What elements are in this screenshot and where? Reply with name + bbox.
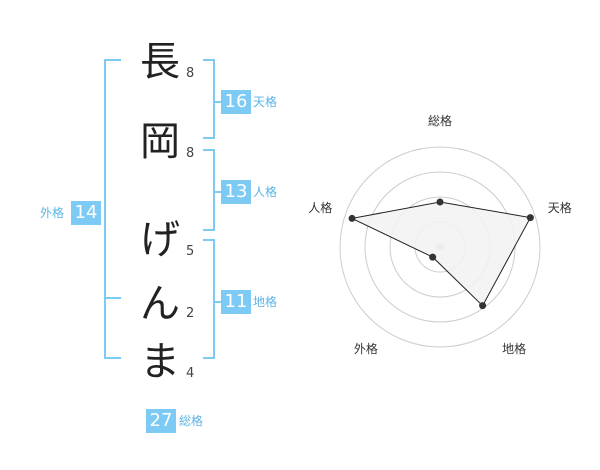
stroke-count-2: 8	[186, 146, 195, 161]
gaikaku-value: 14	[71, 201, 101, 225]
name-char-4: ん	[140, 281, 180, 327]
tenkaku-value: 16	[221, 90, 251, 114]
bracket-jinkaku	[203, 149, 215, 231]
radar-data	[348, 198, 534, 310]
name-char-1: 長	[140, 39, 180, 85]
radar-series-polygon	[350, 201, 532, 307]
soukaku-value: 27	[146, 409, 176, 433]
stroke-count-1: 8	[186, 66, 195, 81]
bracket-tenkaku	[203, 59, 215, 139]
radar-axis-label-3: 地格	[502, 341, 526, 356]
name-char-5: ま	[140, 339, 180, 385]
gaikaku-label: 外格	[40, 206, 65, 220]
chikaku-value: 11	[221, 290, 251, 314]
radar-point-1	[436, 198, 444, 206]
bracket-chikaku	[203, 239, 215, 359]
stroke-count-4: 2	[186, 306, 195, 321]
radar-axis-label-4: 外格	[354, 341, 378, 356]
tenkaku-label: 天格	[253, 95, 278, 109]
name-char-3: げ	[140, 217, 180, 263]
radar-point-2	[526, 214, 534, 222]
radar-ring-4	[339, 146, 541, 348]
radar-point-3	[479, 302, 487, 310]
radar-point-5	[348, 214, 356, 222]
stroke-count-3: 5	[186, 244, 195, 259]
radar-point-4	[429, 253, 437, 261]
stroke-count-5: 4	[186, 366, 195, 381]
radar-axis-label-5: 人格	[308, 200, 332, 215]
name-char-2: 岡	[140, 119, 180, 165]
jinkaku-label: 人格	[253, 185, 278, 199]
jinkaku-value: 13	[221, 180, 251, 204]
radar-axis-label-1: 総格	[428, 113, 452, 128]
soukaku-label: 総格	[179, 414, 204, 428]
radar-axis-label-2: 天格	[548, 200, 572, 215]
chikaku-label: 地格	[253, 295, 278, 309]
bracket-gaikaku	[104, 59, 121, 359]
